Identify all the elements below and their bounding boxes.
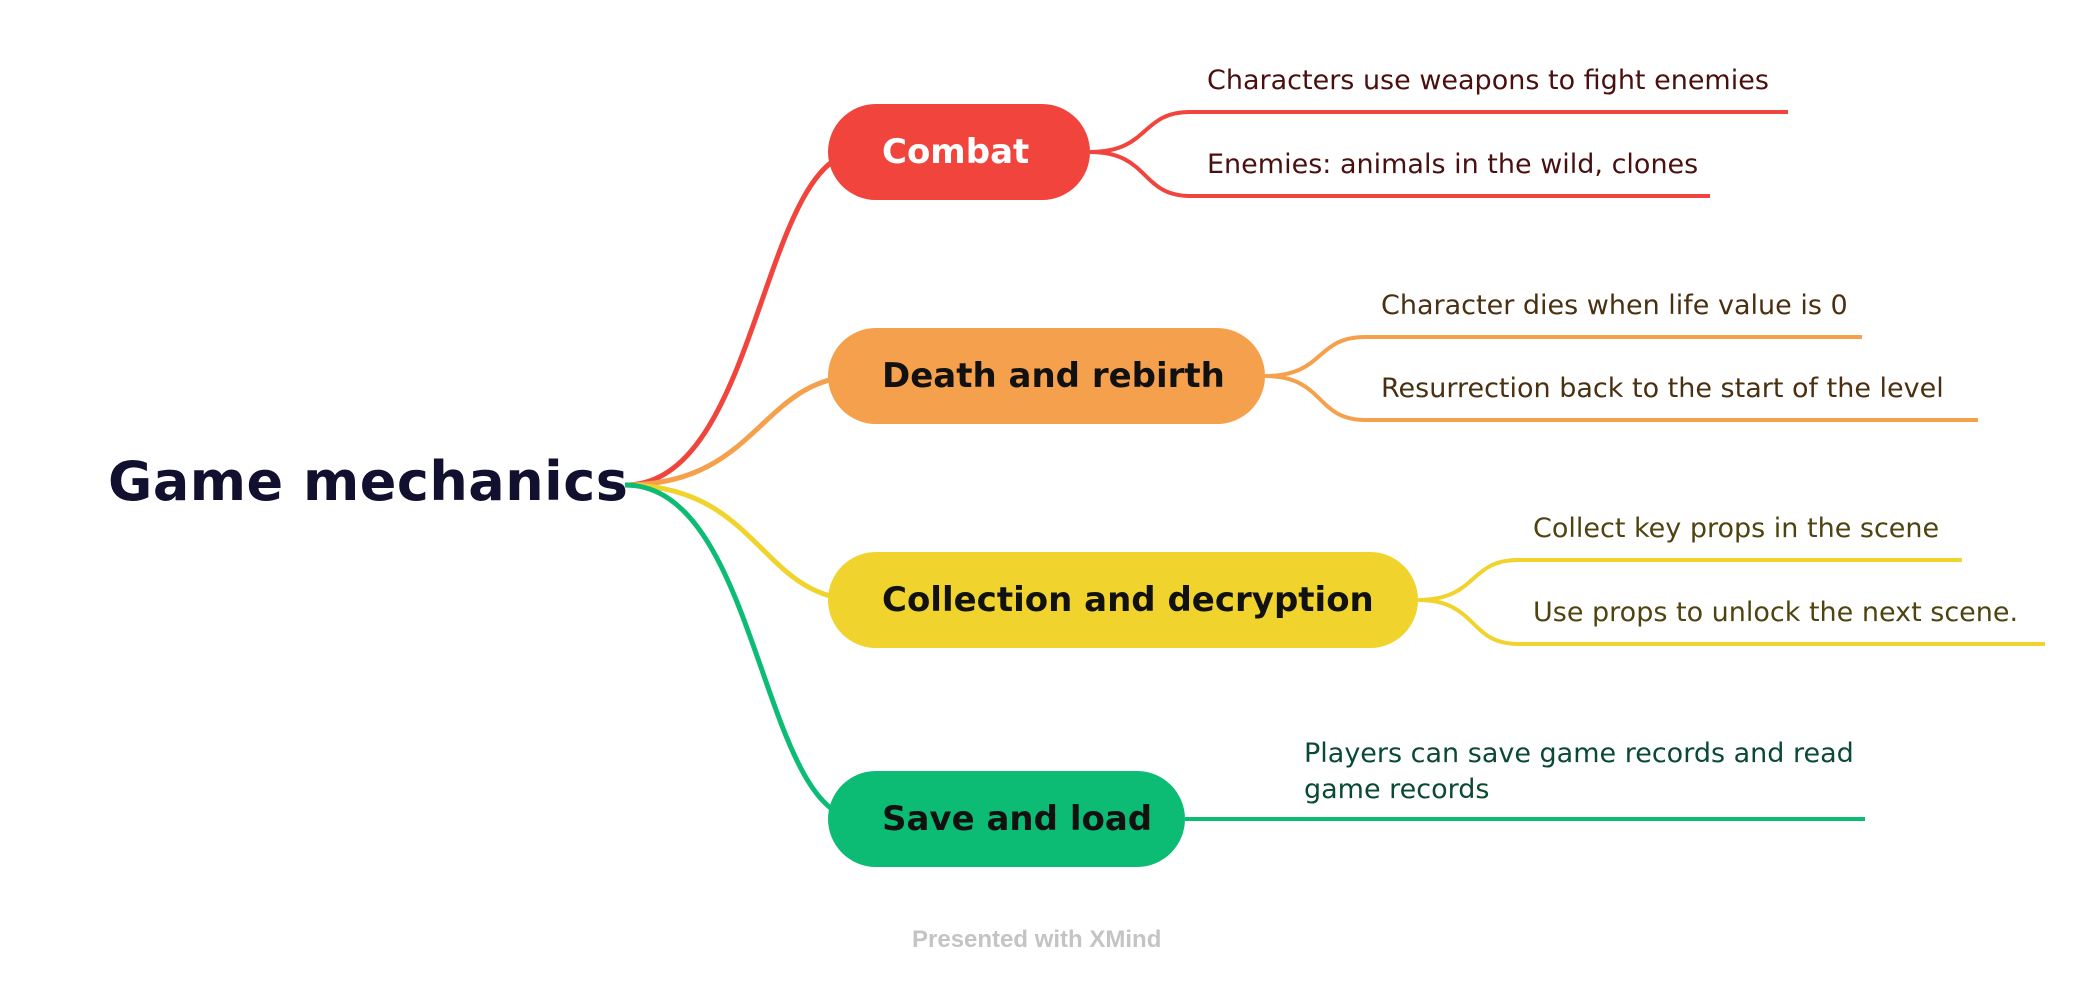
xmind-watermark: Presented with XMind (912, 926, 1162, 953)
topic-collection-label: Collection and decryption (882, 580, 1374, 620)
connector-collection-leaf-1 (1417, 558, 1962, 602)
connector-root-death (624, 373, 861, 488)
topic-save-and-load[interactable]: Save and load (828, 771, 1185, 867)
connector-collection-leaf-2 (1417, 598, 2045, 646)
topic-death-and-rebirth-label: Death and rebirth (882, 356, 1225, 396)
connector-death-leaf-1 (1264, 335, 1862, 378)
subtopic-collection-2[interactable]: Use props to unlock the next scene. (1533, 597, 2019, 628)
root-topic[interactable]: Game mechanics (108, 450, 629, 513)
subtopic-death-2[interactable]: Resurrection back to the start of the le… (1381, 373, 1944, 404)
subtopic-collection-1[interactable]: Collect key props in the scene (1533, 513, 1940, 544)
subtopic-save-1[interactable]: Players can save game records and read g… (1304, 736, 1854, 808)
topic-collection-and-decryption[interactable]: Collection and decryption (828, 552, 1418, 648)
subtopic-combat-2[interactable]: Enemies: animals in the wild, clones (1207, 149, 1699, 180)
subtopic-combat-1[interactable]: Characters use weapons to fight enemies (1207, 65, 1769, 96)
topic-save-and-load-label: Save and load (882, 799, 1153, 839)
connector-combat-leaf-2 (1089, 150, 1710, 198)
topic-combat[interactable]: Combat (828, 104, 1090, 200)
connector-root-collection (624, 482, 861, 603)
connector-root-combat (624, 149, 861, 488)
subtopic-save-line-1: Players can save game records and read (1304, 738, 1854, 769)
subtopic-death-1[interactable]: Character dies when life value is 0 (1381, 290, 1848, 321)
connector-combat-leaf-1 (1089, 110, 1788, 154)
connector-death-leaf-2 (1264, 374, 1978, 422)
subtopic-save-line-2: game records (1304, 774, 1490, 805)
topic-death-and-rebirth[interactable]: Death and rebirth (828, 328, 1265, 424)
connector-root-save (624, 482, 861, 822)
topic-combat-label: Combat (882, 132, 1030, 172)
